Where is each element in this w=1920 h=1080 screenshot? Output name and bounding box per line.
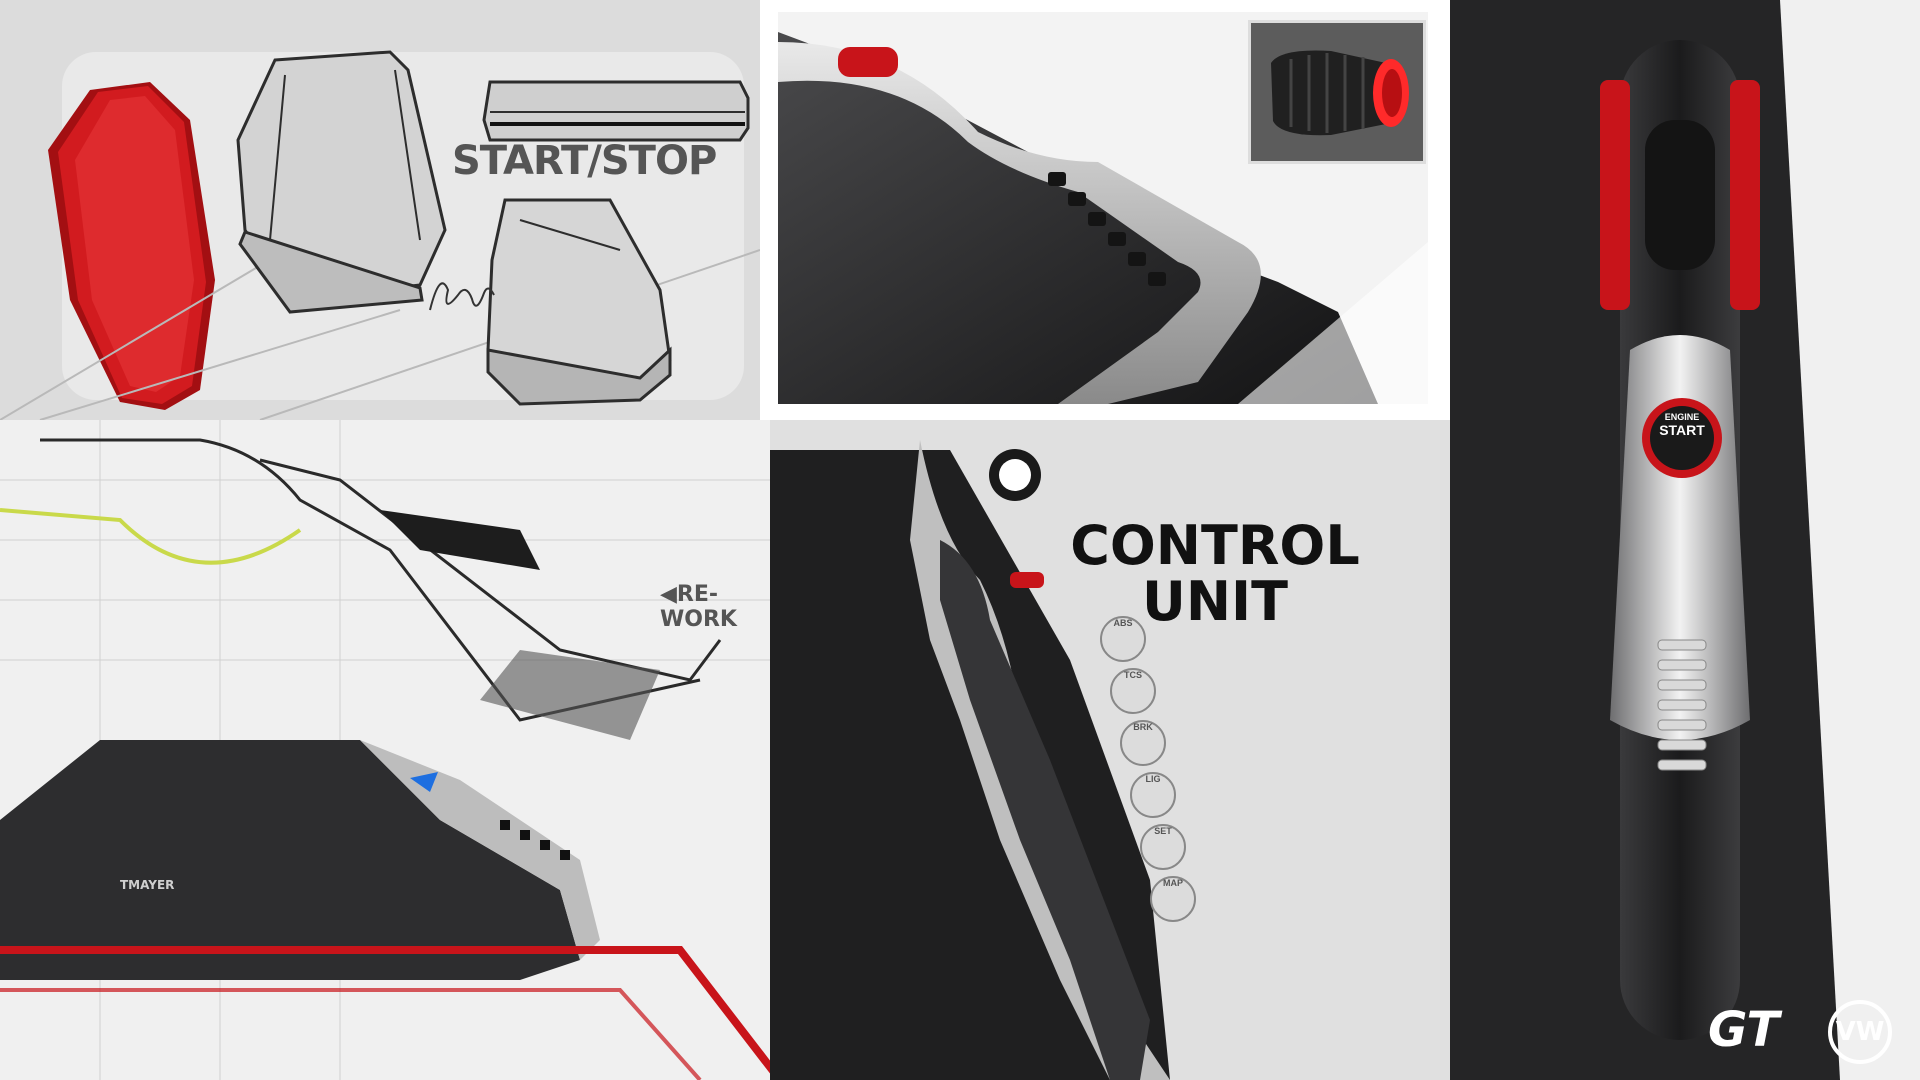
steering-column-render xyxy=(1450,0,1920,1080)
button-side-sketch xyxy=(482,80,750,142)
control-unit-render xyxy=(770,440,1170,1080)
designer-signature-1 xyxy=(429,282,495,311)
brk-button[interactable]: BRK xyxy=(1120,720,1166,766)
button-front-sketch xyxy=(236,50,447,314)
control-knob-column-render xyxy=(1048,172,1166,286)
rework-sketch-panel: ◀RE-WORK TMAYER xyxy=(0,420,770,1080)
start-stop-sketch-drawings xyxy=(0,50,760,420)
start-stop-sketch-panel: START/STOP xyxy=(0,0,760,420)
abs-button[interactable]: ABS xyxy=(1100,616,1146,662)
sidebar-mark: TMAYER xyxy=(120,878,175,892)
control-button-stack: ABS TCS BRK LIG SET MAP xyxy=(1100,616,1300,1016)
tcs-button[interactable]: TCS xyxy=(1110,668,1156,714)
column-dial-stack xyxy=(1657,639,1707,771)
vw-logo: VW xyxy=(1828,1000,1892,1064)
start-stop-title: START/STOP xyxy=(452,138,717,184)
red-start-button-render xyxy=(48,82,215,410)
button-three-quarter-sketch xyxy=(486,198,672,406)
map-button[interactable]: MAP xyxy=(1150,876,1196,922)
start-knob-zoom-inset xyxy=(1248,20,1426,164)
control-unit-title: CONTROL UNIT xyxy=(1070,514,1360,633)
control-unit-panel: CONTROL UNIT ABS TCS BRK LIG SET MAP xyxy=(770,420,1450,1080)
gt-logo: GT xyxy=(1708,1002,1780,1058)
set-button[interactable]: SET xyxy=(1140,824,1186,870)
engine-start-render-panel: ENGINE START GT VW xyxy=(1450,0,1920,1080)
steering-wheel-render xyxy=(778,32,1428,404)
start-knob-render xyxy=(1251,23,1423,161)
rework-sketch xyxy=(0,420,770,1080)
rework-note: ◀RE-WORK xyxy=(660,582,737,632)
lig-button[interactable]: LIG xyxy=(1130,772,1176,818)
sketch-button-row xyxy=(500,820,570,860)
steering-wheel-render-panel xyxy=(778,12,1428,404)
engine-start-label: ENGINE START xyxy=(1659,412,1705,438)
